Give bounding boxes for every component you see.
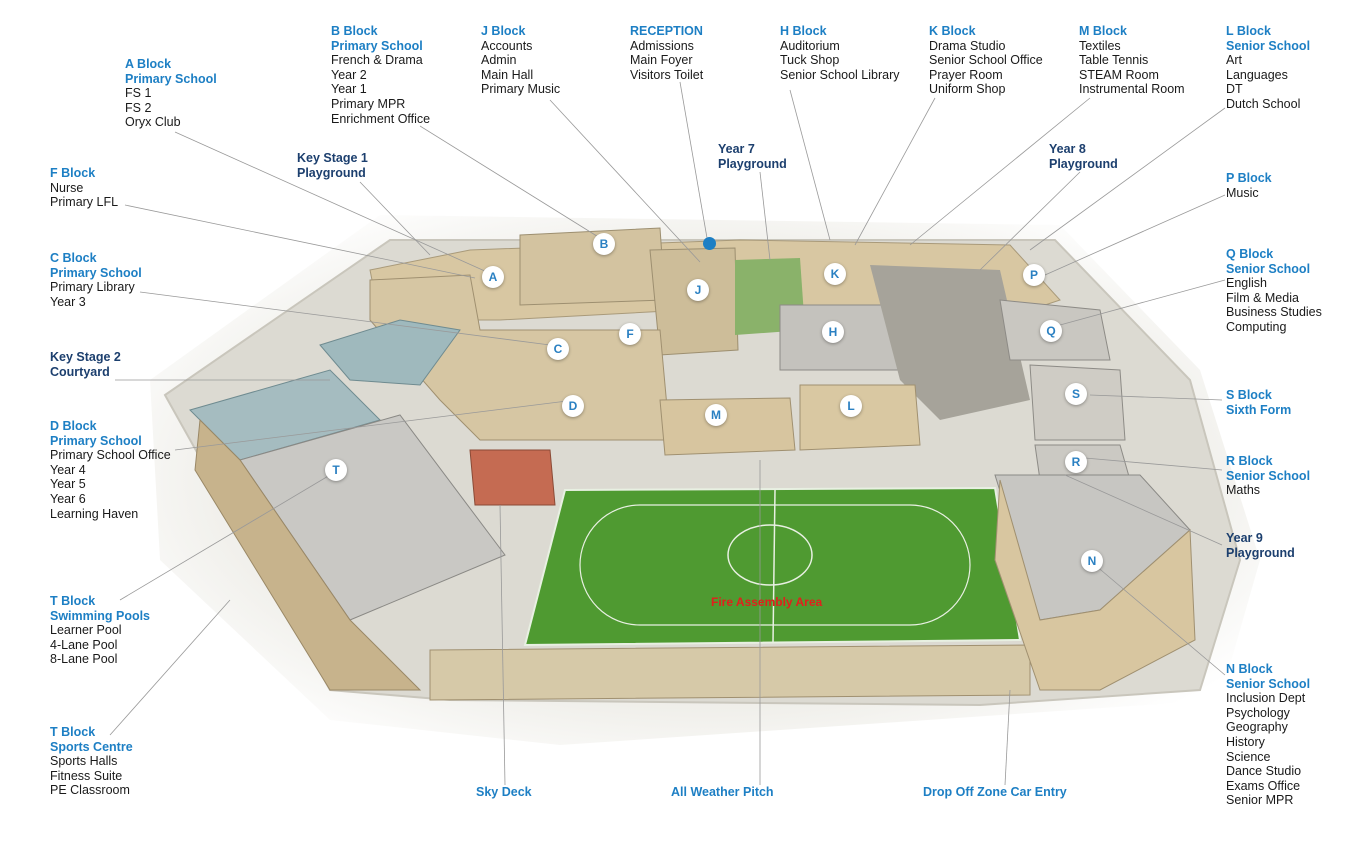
marker-k[interactable]: K — [824, 263, 846, 285]
pitch-halfway-line — [772, 489, 776, 644]
leader-lines — [109, 81, 1226, 786]
l-block-front — [799, 384, 921, 451]
marker-q[interactable]: Q — [1040, 320, 1062, 342]
marker-t[interactable]: T — [325, 459, 347, 481]
m-block-front — [659, 397, 796, 456]
marker-n[interactable]: N — [1081, 550, 1103, 572]
roof-b-block — [519, 227, 666, 306]
label-drop-off-zone: Drop Off Zone Car Entry — [923, 785, 1067, 799]
marker-d[interactable]: D — [562, 395, 584, 417]
roof-j-block — [649, 247, 739, 356]
pitch-front-wall — [429, 644, 1031, 701]
pitch-centre-circle — [727, 524, 813, 586]
all-weather-pitch — [523, 486, 1022, 647]
label-p-block: P Block Music — [1226, 171, 1272, 200]
marker-a[interactable]: A — [482, 266, 504, 288]
marker-c[interactable]: C — [547, 338, 569, 360]
label-sky-deck: Sky Deck — [476, 785, 532, 799]
reception-dot — [703, 237, 716, 250]
marker-r[interactable]: R — [1065, 451, 1087, 473]
pitch-running-track — [579, 504, 971, 626]
marker-f[interactable]: F — [619, 323, 641, 345]
sky-deck — [469, 449, 556, 506]
marker-p[interactable]: P — [1023, 264, 1045, 286]
year8-playground — [870, 265, 1030, 420]
label-all-weather-pitch: All Weather Pitch — [671, 785, 774, 799]
marker-s[interactable]: S — [1065, 383, 1087, 405]
marker-m[interactable]: M — [705, 404, 727, 426]
t-block-wall — [194, 418, 422, 691]
fire-assembly-area-label: Fire Assembly Area — [711, 595, 823, 609]
n-block-wall — [994, 479, 1196, 691]
marker-j[interactable]: J — [687, 279, 709, 301]
marker-h[interactable]: H — [822, 321, 844, 343]
marker-l[interactable]: L — [840, 395, 862, 417]
marker-b[interactable]: B — [593, 233, 615, 255]
